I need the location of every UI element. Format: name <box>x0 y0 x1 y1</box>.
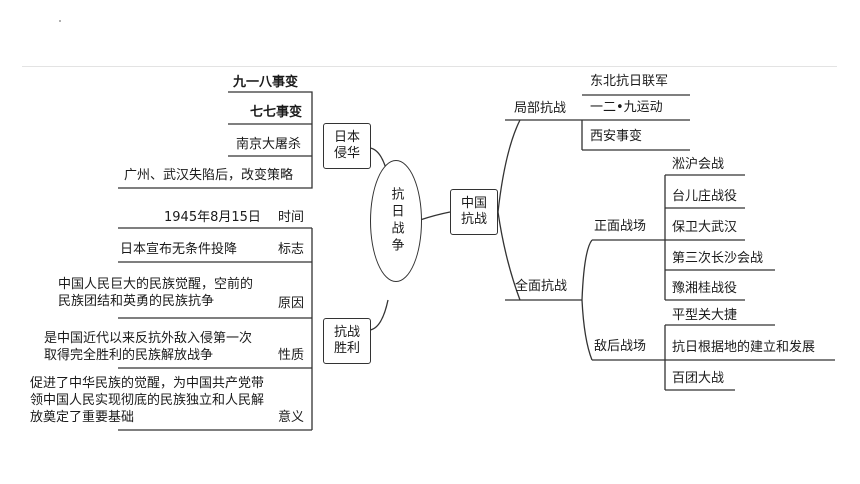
victory-significance-value: 促进了中华民族的觉醒，为中国共产党带领中国人民实现彻底的民族独立和人民解放奠定了… <box>30 376 265 425</box>
victory-node: 抗战胜利 <box>323 318 371 364</box>
invasion-item-1: 九一八事变 <box>233 75 299 90</box>
invasion-item-3: 南京大屠杀 <box>236 137 302 152</box>
front-item-2: 台儿庄战役 <box>672 189 738 204</box>
full-branch-label: 全面抗战 <box>515 279 568 294</box>
front-item-5: 豫湘桂战役 <box>672 281 738 296</box>
center-label: 抗日战争 <box>388 187 404 255</box>
invasion-label: 日本侵华 <box>333 130 360 161</box>
front-item-3: 保卫大武汉 <box>672 220 738 235</box>
victory-time-value: 1945年8月15日 <box>164 210 261 225</box>
invasion-node: 日本侵华 <box>323 123 371 169</box>
rear-item-3: 百团大战 <box>672 371 725 386</box>
top-divider <box>22 66 837 67</box>
victory-nature-value: 是中国近代以来反抗外敌入侵第一次取得完全胜利的民族解放战争 <box>44 331 253 363</box>
invasion-item-4: 广州、武汉失陷后，改变策略 <box>124 168 294 183</box>
victory-mark-value: 日本宣布无条件投降 <box>120 242 238 257</box>
victory-label: 抗战胜利 <box>333 325 360 356</box>
victory-nature-tag: 性质 <box>278 348 305 363</box>
local-branch-label: 局部抗战 <box>514 101 567 116</box>
local-item-2: 一二•九运动 <box>590 100 663 115</box>
victory-reason-value: 中国人民巨大的民族觉醒，空前的民族团结和英勇的民族抗争 <box>58 277 254 309</box>
china-node: 中国抗战 <box>450 189 498 235</box>
victory-mark-tag: 标志 <box>278 242 305 257</box>
center-node: 抗日战争 <box>370 160 422 282</box>
local-item-3: 西安事变 <box>590 129 643 144</box>
invasion-item-2: 七七事变 <box>250 105 303 120</box>
rear-branch-label: 敌后战场 <box>594 339 647 354</box>
front-item-4: 第三次长沙会战 <box>672 251 764 266</box>
victory-significance-tag: 意义 <box>278 410 305 425</box>
local-item-1: 东北抗日联军 <box>590 74 669 89</box>
victory-time-tag: 时间 <box>278 210 305 225</box>
china-label: 中国抗战 <box>460 196 487 227</box>
rear-item-2: 抗日根据地的建立和发展 <box>672 340 816 355</box>
front-branch-label: 正面战场 <box>594 219 647 234</box>
stray-dot <box>59 20 61 22</box>
front-item-1: 淞沪会战 <box>672 157 725 172</box>
victory-reason-tag: 原因 <box>278 296 305 311</box>
rear-item-1: 平型关大捷 <box>672 308 738 323</box>
